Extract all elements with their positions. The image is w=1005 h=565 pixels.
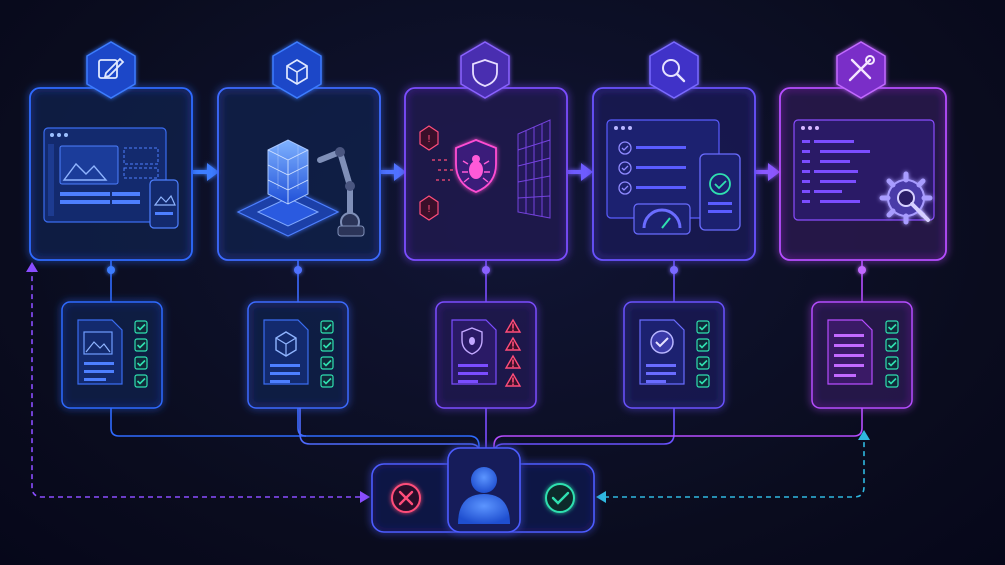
check-list-build — [320, 320, 334, 388]
search-icon — [649, 41, 699, 99]
svg-text:!: ! — [427, 204, 431, 215]
stage-arrows — [193, 163, 780, 181]
check-icon — [134, 320, 148, 334]
feedback-loops — [31, 267, 865, 498]
user-avatar-icon — [458, 467, 510, 524]
stage-test — [592, 41, 756, 409]
arrow-security-to-test — [568, 163, 593, 181]
stage-design — [29, 41, 193, 409]
check-list-design — [134, 320, 148, 388]
check-list-test — [696, 320, 710, 388]
checkmark-document-icon — [639, 319, 685, 385]
image-document-icon — [77, 319, 123, 385]
reject-feedback-line — [31, 267, 360, 498]
arrow-test-to-deploy — [755, 163, 780, 181]
code-window-with-gear — [793, 119, 935, 225]
check-list-deploy — [885, 320, 899, 388]
check-icon — [320, 356, 334, 370]
warning-icon — [504, 318, 522, 333]
text-document-icon — [827, 319, 873, 385]
bug-shield-document-icon — [451, 319, 497, 385]
stage-build — [217, 41, 381, 409]
warning-list-security — [504, 318, 522, 387]
check-icon — [134, 374, 148, 388]
stage-deploy — [779, 41, 947, 409]
wrench-screwdriver-icon — [836, 41, 886, 99]
cube-document-icon — [263, 319, 309, 385]
arrow-design-to-build — [193, 163, 219, 181]
review-panel — [371, 447, 595, 533]
check-icon — [320, 338, 334, 352]
check-icon — [885, 320, 899, 334]
warning-icon — [504, 336, 522, 351]
bug-shield-firewall: ! ! — [419, 119, 551, 221]
check-icon — [885, 356, 899, 370]
stage-security: ! ! — [404, 41, 568, 409]
warning-icon — [504, 372, 522, 387]
edit-icon — [86, 41, 136, 99]
shield-icon — [460, 41, 510, 99]
check-icon — [134, 356, 148, 370]
check-icon — [696, 374, 710, 388]
check-icon — [696, 356, 710, 370]
check-icon — [885, 338, 899, 352]
check-icon — [134, 338, 148, 352]
ui-mockup-window — [43, 127, 179, 229]
check-icon — [885, 374, 899, 388]
cube-icon — [272, 41, 322, 99]
arrow-build-to-security — [381, 163, 406, 181]
x-circle-icon[interactable] — [391, 483, 421, 513]
check-icon — [320, 320, 334, 334]
warning-icon — [504, 354, 522, 369]
check-icon — [696, 320, 710, 334]
robot-arm-assembling-cubes — [236, 139, 365, 237]
check-icon — [320, 374, 334, 388]
check-icon — [696, 338, 710, 352]
svg-text:!: ! — [427, 134, 431, 145]
checklist-window-and-mobile — [606, 119, 741, 235]
check-circle-icon[interactable] — [545, 483, 575, 513]
